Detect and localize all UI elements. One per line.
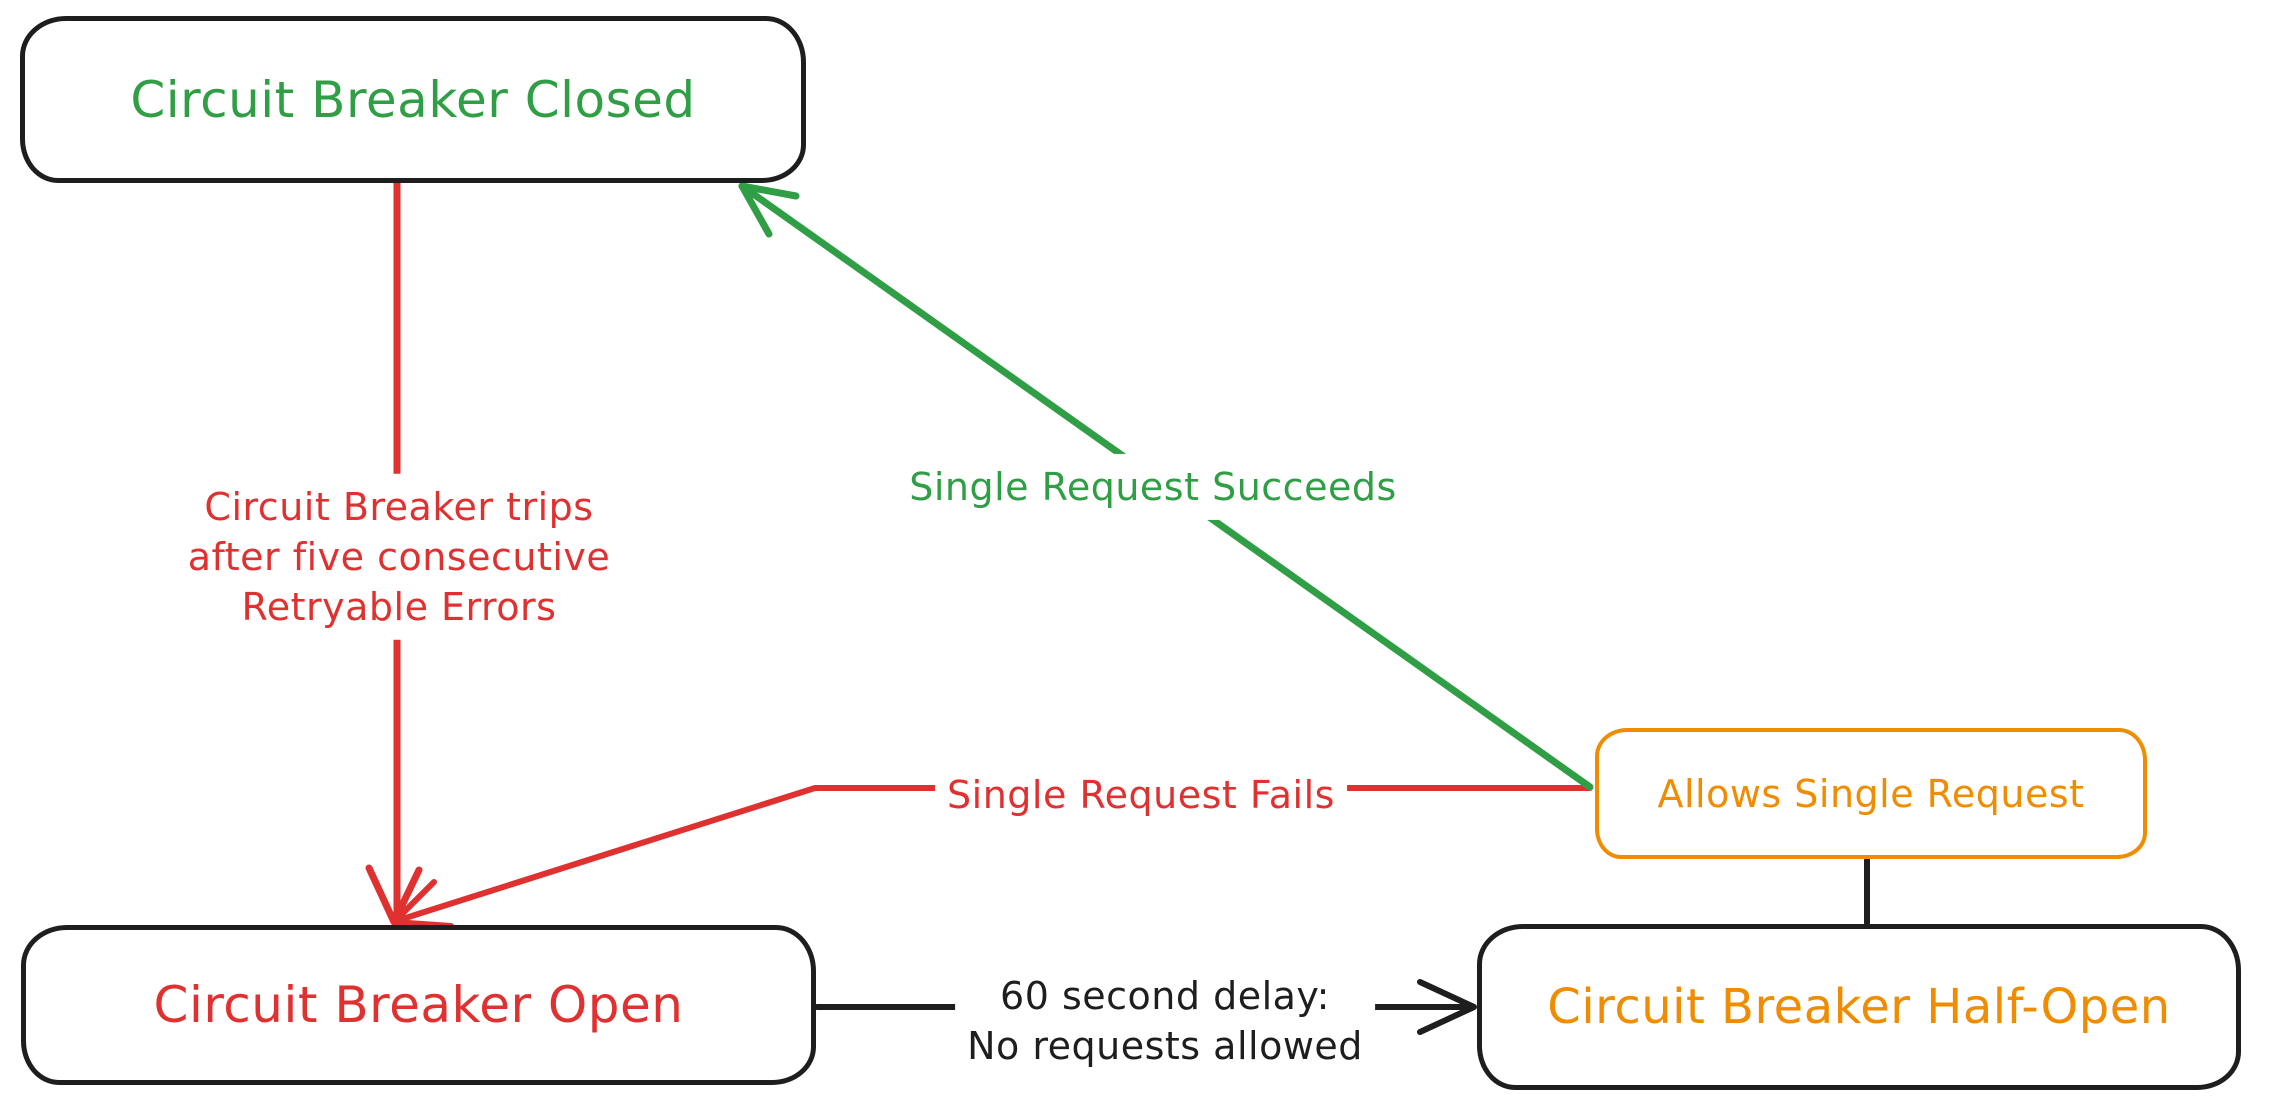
edge-success-label: Single Request Succeeds bbox=[897, 453, 1409, 521]
edge-delay-label: 60 second delay: No requests allowed bbox=[955, 962, 1375, 1080]
edge-delay-arrowhead bbox=[1417, 979, 1477, 1035]
edge-fail-arrowhead bbox=[391, 879, 454, 929]
edge-fail-label: Single Request Fails bbox=[935, 761, 1347, 829]
node-allows-single-request: Allows Single Request bbox=[1595, 728, 2147, 859]
edge-delay-label-line1: 60 second delay: bbox=[1000, 973, 1330, 1018]
edge-trip-label-line1: Circuit Breaker trips bbox=[204, 484, 594, 529]
node-circuit-breaker-closed: Circuit Breaker Closed bbox=[20, 16, 806, 183]
edge-trip-label-line2: after five consecutive bbox=[187, 534, 611, 579]
node-circuit-breaker-half-open-label: Circuit Breaker Half-Open bbox=[1547, 979, 2171, 1035]
node-allows-single-request-label: Allows Single Request bbox=[1657, 771, 2085, 816]
node-circuit-breaker-half-open: Circuit Breaker Half-Open bbox=[1477, 924, 2241, 1090]
edge-delay-label-line2: No requests allowed bbox=[967, 1024, 1363, 1068]
node-circuit-breaker-closed-label: Circuit Breaker Closed bbox=[130, 70, 696, 129]
edge-success-arrowhead bbox=[738, 182, 800, 238]
node-circuit-breaker-open-label: Circuit Breaker Open bbox=[153, 976, 684, 1034]
edge-trip-label: Circuit Breaker trips after five consecu… bbox=[175, 473, 623, 641]
edge-trip-label-line3: Retryable Errors bbox=[241, 585, 557, 630]
node-circuit-breaker-open: Circuit Breaker Open bbox=[21, 925, 816, 1085]
